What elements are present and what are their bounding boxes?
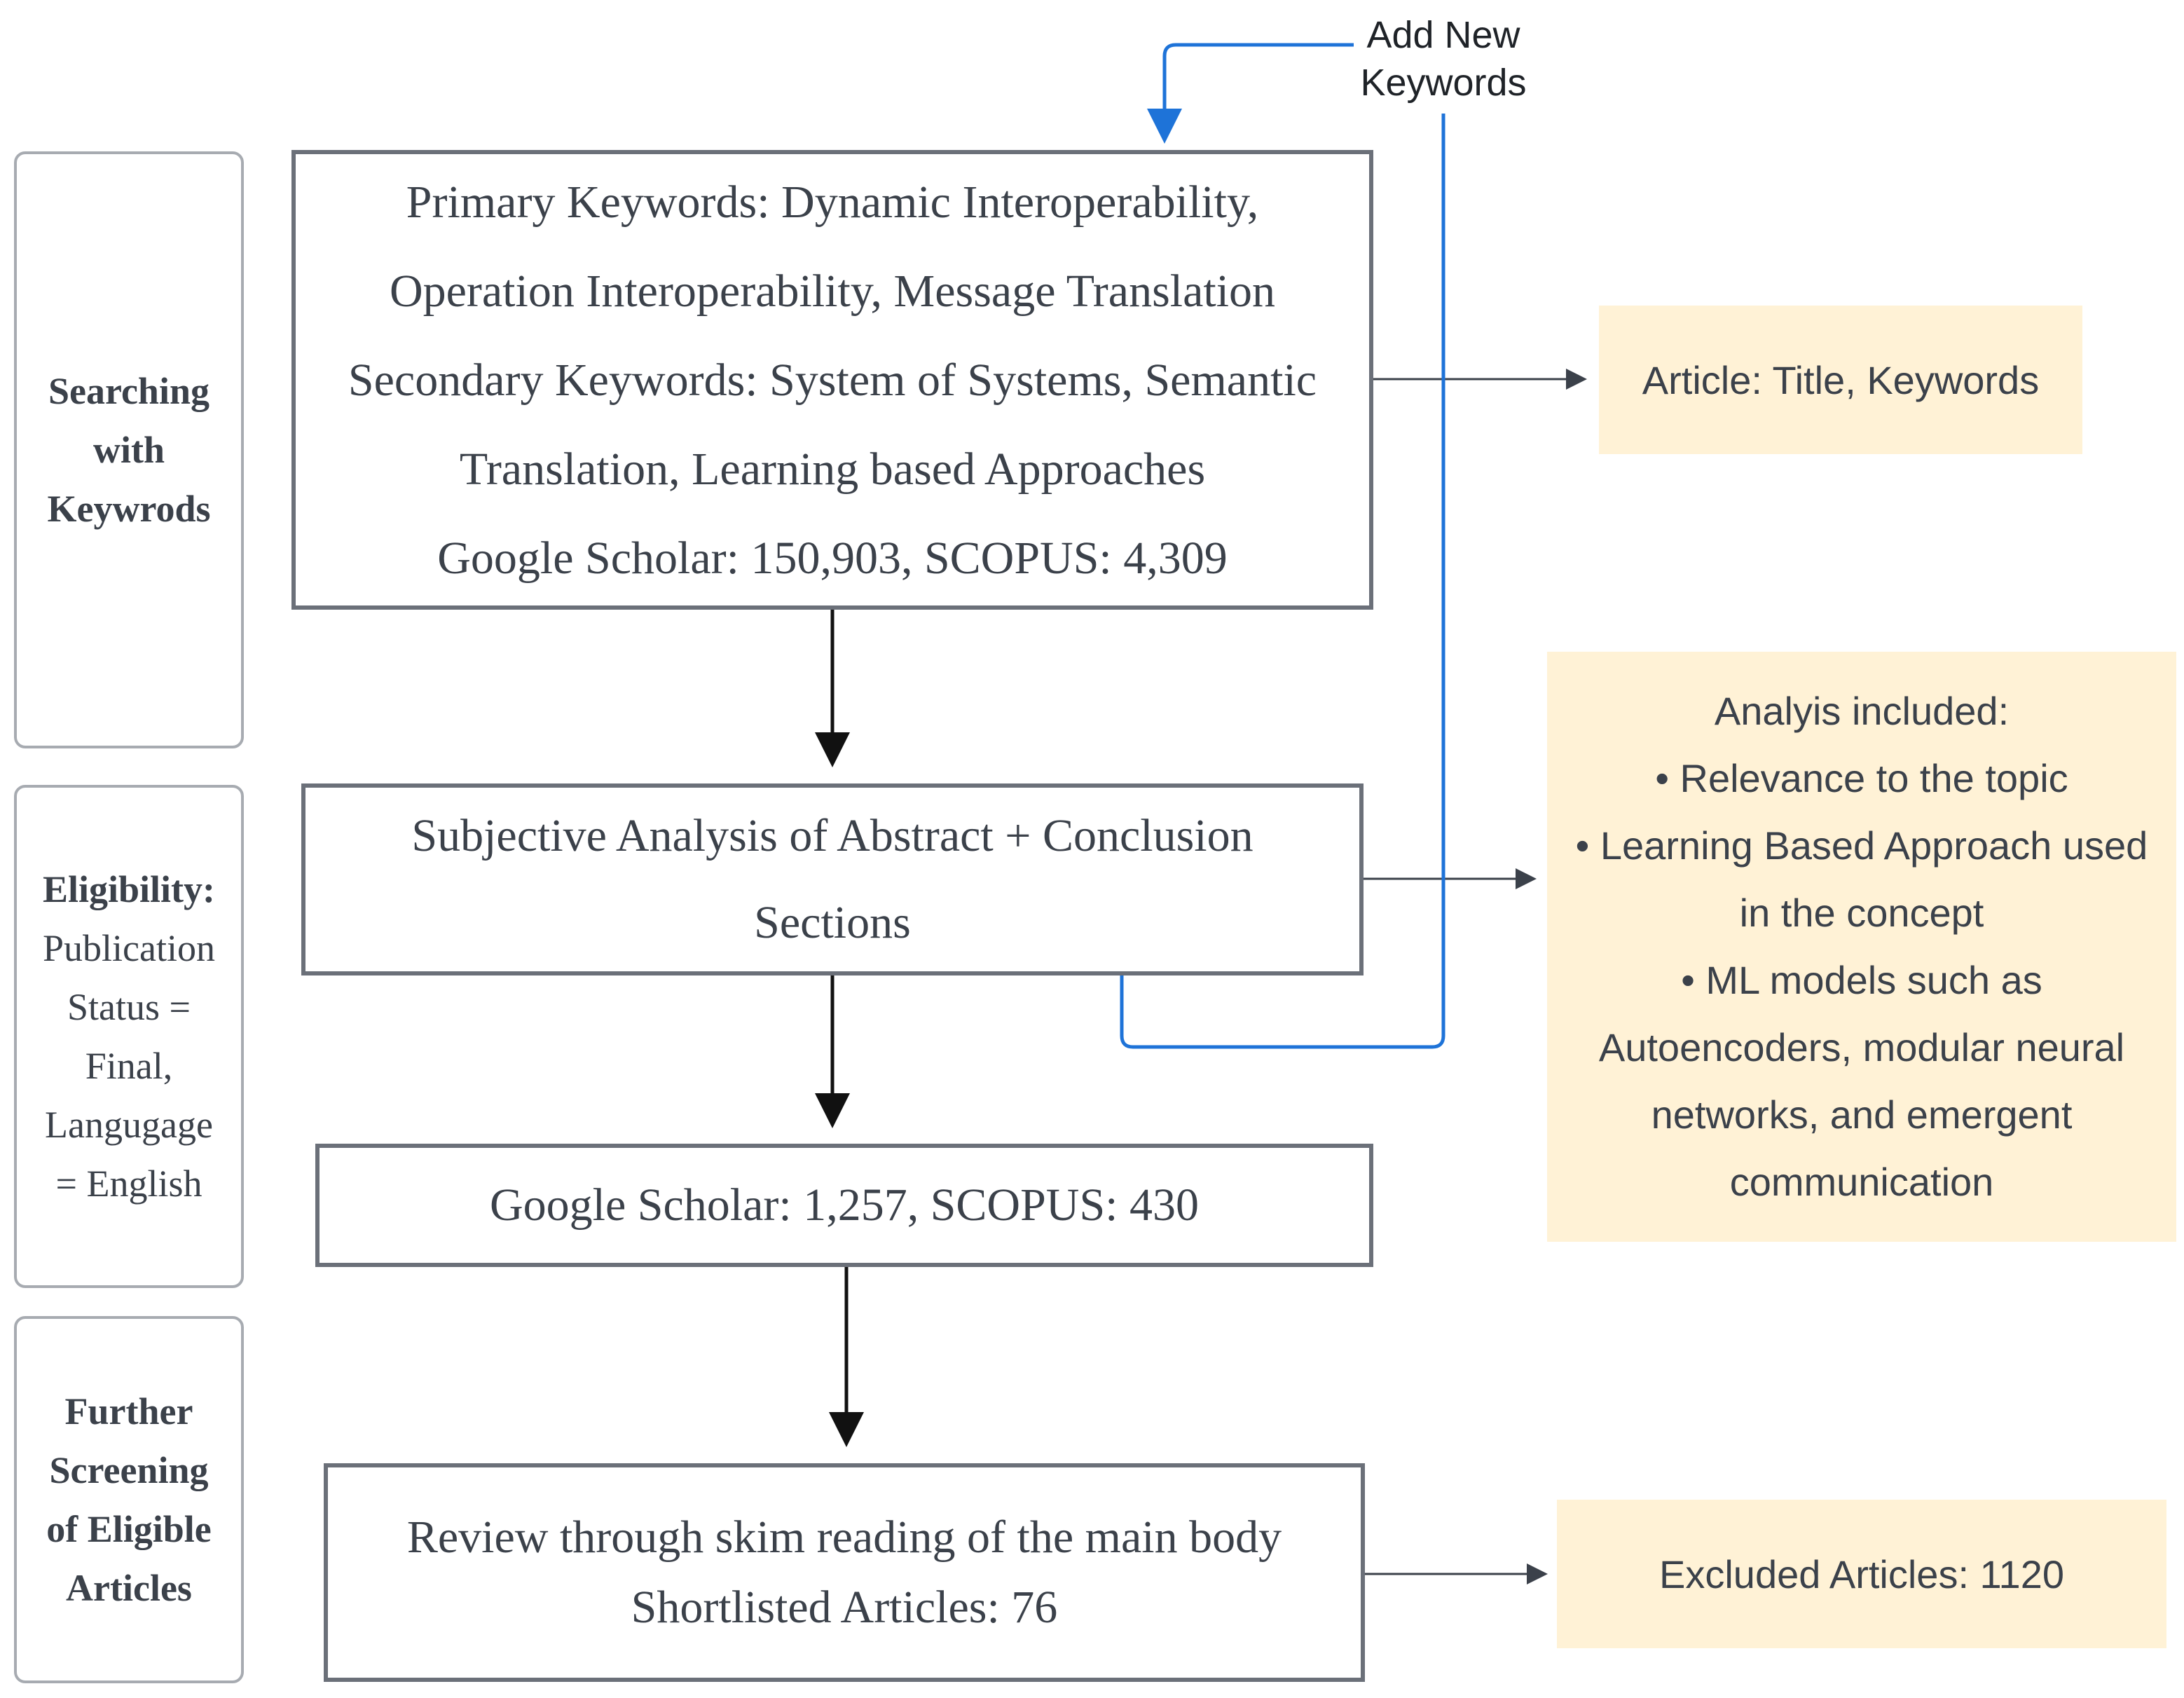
article-note-text: Article: Title, Keywords [1642,357,2040,402]
stage-eligibility-line: Langugage [45,1104,213,1146]
review-line: Shortlisted Articles: 76 [631,1582,1058,1633]
analysis-line: • ML models such as [1681,958,2042,1002]
stage-eligibility-heading: Eligibility: [42,868,216,910]
counts-box: Google Scholar: 1,257, SCOPUS: 430 [315,1144,1373,1267]
analysis-line: in the concept [1739,891,1984,935]
analysis-note: Analyis included: • Relevance to the top… [1547,652,2176,1242]
stage-screening: Further Screening of Eligible Articles [14,1316,244,1683]
review-line: Review through skim reading of the main … [406,1512,1282,1563]
analysis-line: Autoencoders, modular neural [1598,1025,2125,1069]
subjective-analysis-box: Subjective Analysis of Abstract + Conclu… [301,783,1364,975]
stage-screening-line4: Articles [66,1567,192,1609]
analysis-line: • Learning Based Approach used [1575,823,2148,868]
keywords-line: Google Scholar: 150,903, SCOPUS: 4,309 [437,532,1228,584]
subjective-line: Subjective Analysis of Abstract + Conclu… [411,810,1254,861]
analysis-line: networks, and emergent [1651,1093,2073,1137]
add-new-keywords-label: Add New Keywords [1335,11,1552,109]
article-note: Article: Title, Keywords [1599,306,2082,454]
counts-line: Google Scholar: 1,257, SCOPUS: 430 [489,1179,1200,1231]
feedback-loop-line [1120,114,1445,1049]
stage-screening-line2: Screening [49,1449,209,1491]
keywords-line: Primary Keywords: Dynamic Interoperabili… [406,176,1259,228]
stage-searching-line1: Searching [48,370,210,412]
keywords-line: Translation, Learning based Approaches [459,443,1206,495]
keywords-line: Secondary Keywords: System of Systems, S… [348,354,1317,406]
stage-searching-line2: with [92,429,165,471]
loop-label-line2: Keywords [1360,62,1527,104]
stage-searching: Searching with Keywrods [14,151,244,748]
feedback-loop-arrow [1147,43,1354,144]
stage-eligibility-line: Final, [85,1045,173,1087]
subjective-line: Sections [754,897,911,948]
excluded-note-text: Excluded Articles: 1120 [1659,1552,2064,1596]
keywords-box: Primary Keywords: Dynamic Interoperabili… [291,150,1373,610]
stage-screening-line1: Further [64,1390,193,1432]
stage-eligibility-line: = English [55,1163,202,1205]
analysis-line: • Relevance to the topic [1655,756,2068,800]
loop-label-line1: Add New [1366,14,1520,56]
stage-eligibility: Eligibility: Publication Status = Final,… [14,785,244,1288]
stage-searching-line3: Keywrods [47,488,211,530]
stage-eligibility-line: Status = [67,986,191,1028]
excluded-note: Excluded Articles: 1120 [1557,1500,2166,1648]
stage-screening-line3: of Eligible [46,1508,212,1550]
keywords-line: Operation Interoperability, Message Tran… [389,265,1276,317]
stage-eligibility-line: Publication [43,927,215,969]
review-box: Review through skim reading of the main … [324,1463,1365,1682]
analysis-line: communication [1729,1160,1994,1204]
analysis-line: Analyis included: [1714,689,2010,733]
